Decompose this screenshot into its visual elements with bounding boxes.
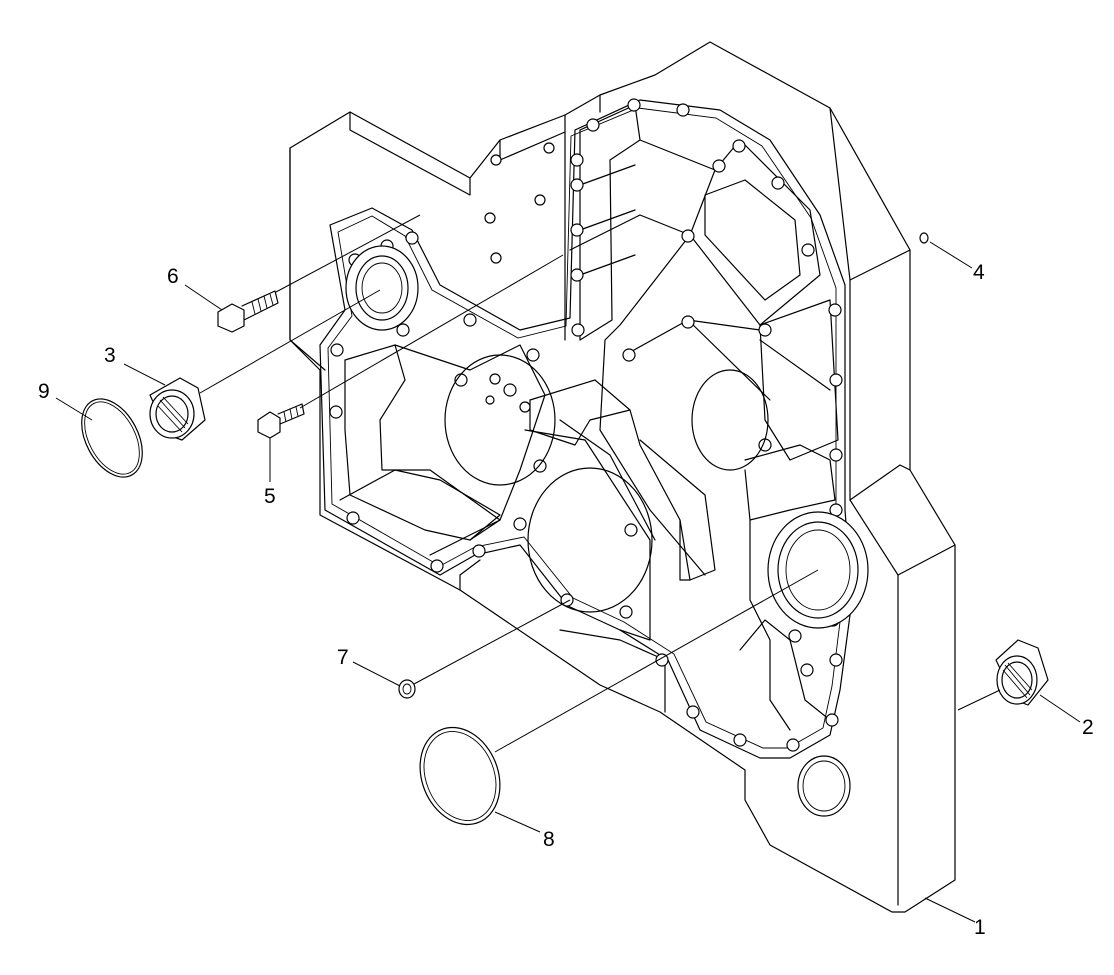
part-8-o-ring — [419, 726, 501, 826]
part-1-gear-housing — [289, 41, 956, 913]
callout-7: 7 — [337, 646, 349, 669]
leader-3-part — [199, 289, 381, 394]
leader-6-part — [275, 214, 421, 293]
leader-8-part — [494, 569, 819, 753]
callout-5: 5 — [264, 485, 276, 508]
large-center-bore — [444, 354, 769, 613]
leader-4 — [929, 241, 973, 269]
leader-6 — [184, 284, 223, 311]
part-4-plug — [919, 232, 929, 244]
callout-2: 2 — [1082, 716, 1094, 739]
callout-9: 9 — [38, 380, 50, 403]
callout-1: 1 — [974, 916, 986, 939]
part-9-o-ring — [81, 398, 143, 478]
part-7-washer — [398, 679, 416, 699]
callout-labels: 1 2 3 4 5 6 7 8 9 — [38, 261, 1094, 939]
leader-1 — [924, 897, 976, 923]
leader-2 — [1039, 694, 1081, 723]
part-6-bolt — [217, 290, 279, 333]
leader-2-part — [957, 689, 1001, 711]
leader-7 — [352, 661, 401, 687]
leader-lines — [55, 214, 1081, 923]
leader-8 — [494, 811, 541, 833]
part-2-bearing — [995, 639, 1049, 706]
part-3-bearing — [149, 377, 206, 441]
upper-seal-bore — [345, 245, 419, 331]
part-5-bolt — [257, 403, 305, 439]
callout-4: 4 — [973, 261, 985, 284]
leader-9 — [55, 397, 93, 421]
leader-5-part — [299, 254, 564, 409]
leader-3 — [123, 363, 166, 386]
leader-7-part — [413, 599, 571, 685]
bottom-port — [797, 755, 851, 817]
callout-6: 6 — [167, 265, 179, 288]
callout-8: 8 — [543, 828, 555, 851]
callout-3: 3 — [104, 344, 116, 367]
